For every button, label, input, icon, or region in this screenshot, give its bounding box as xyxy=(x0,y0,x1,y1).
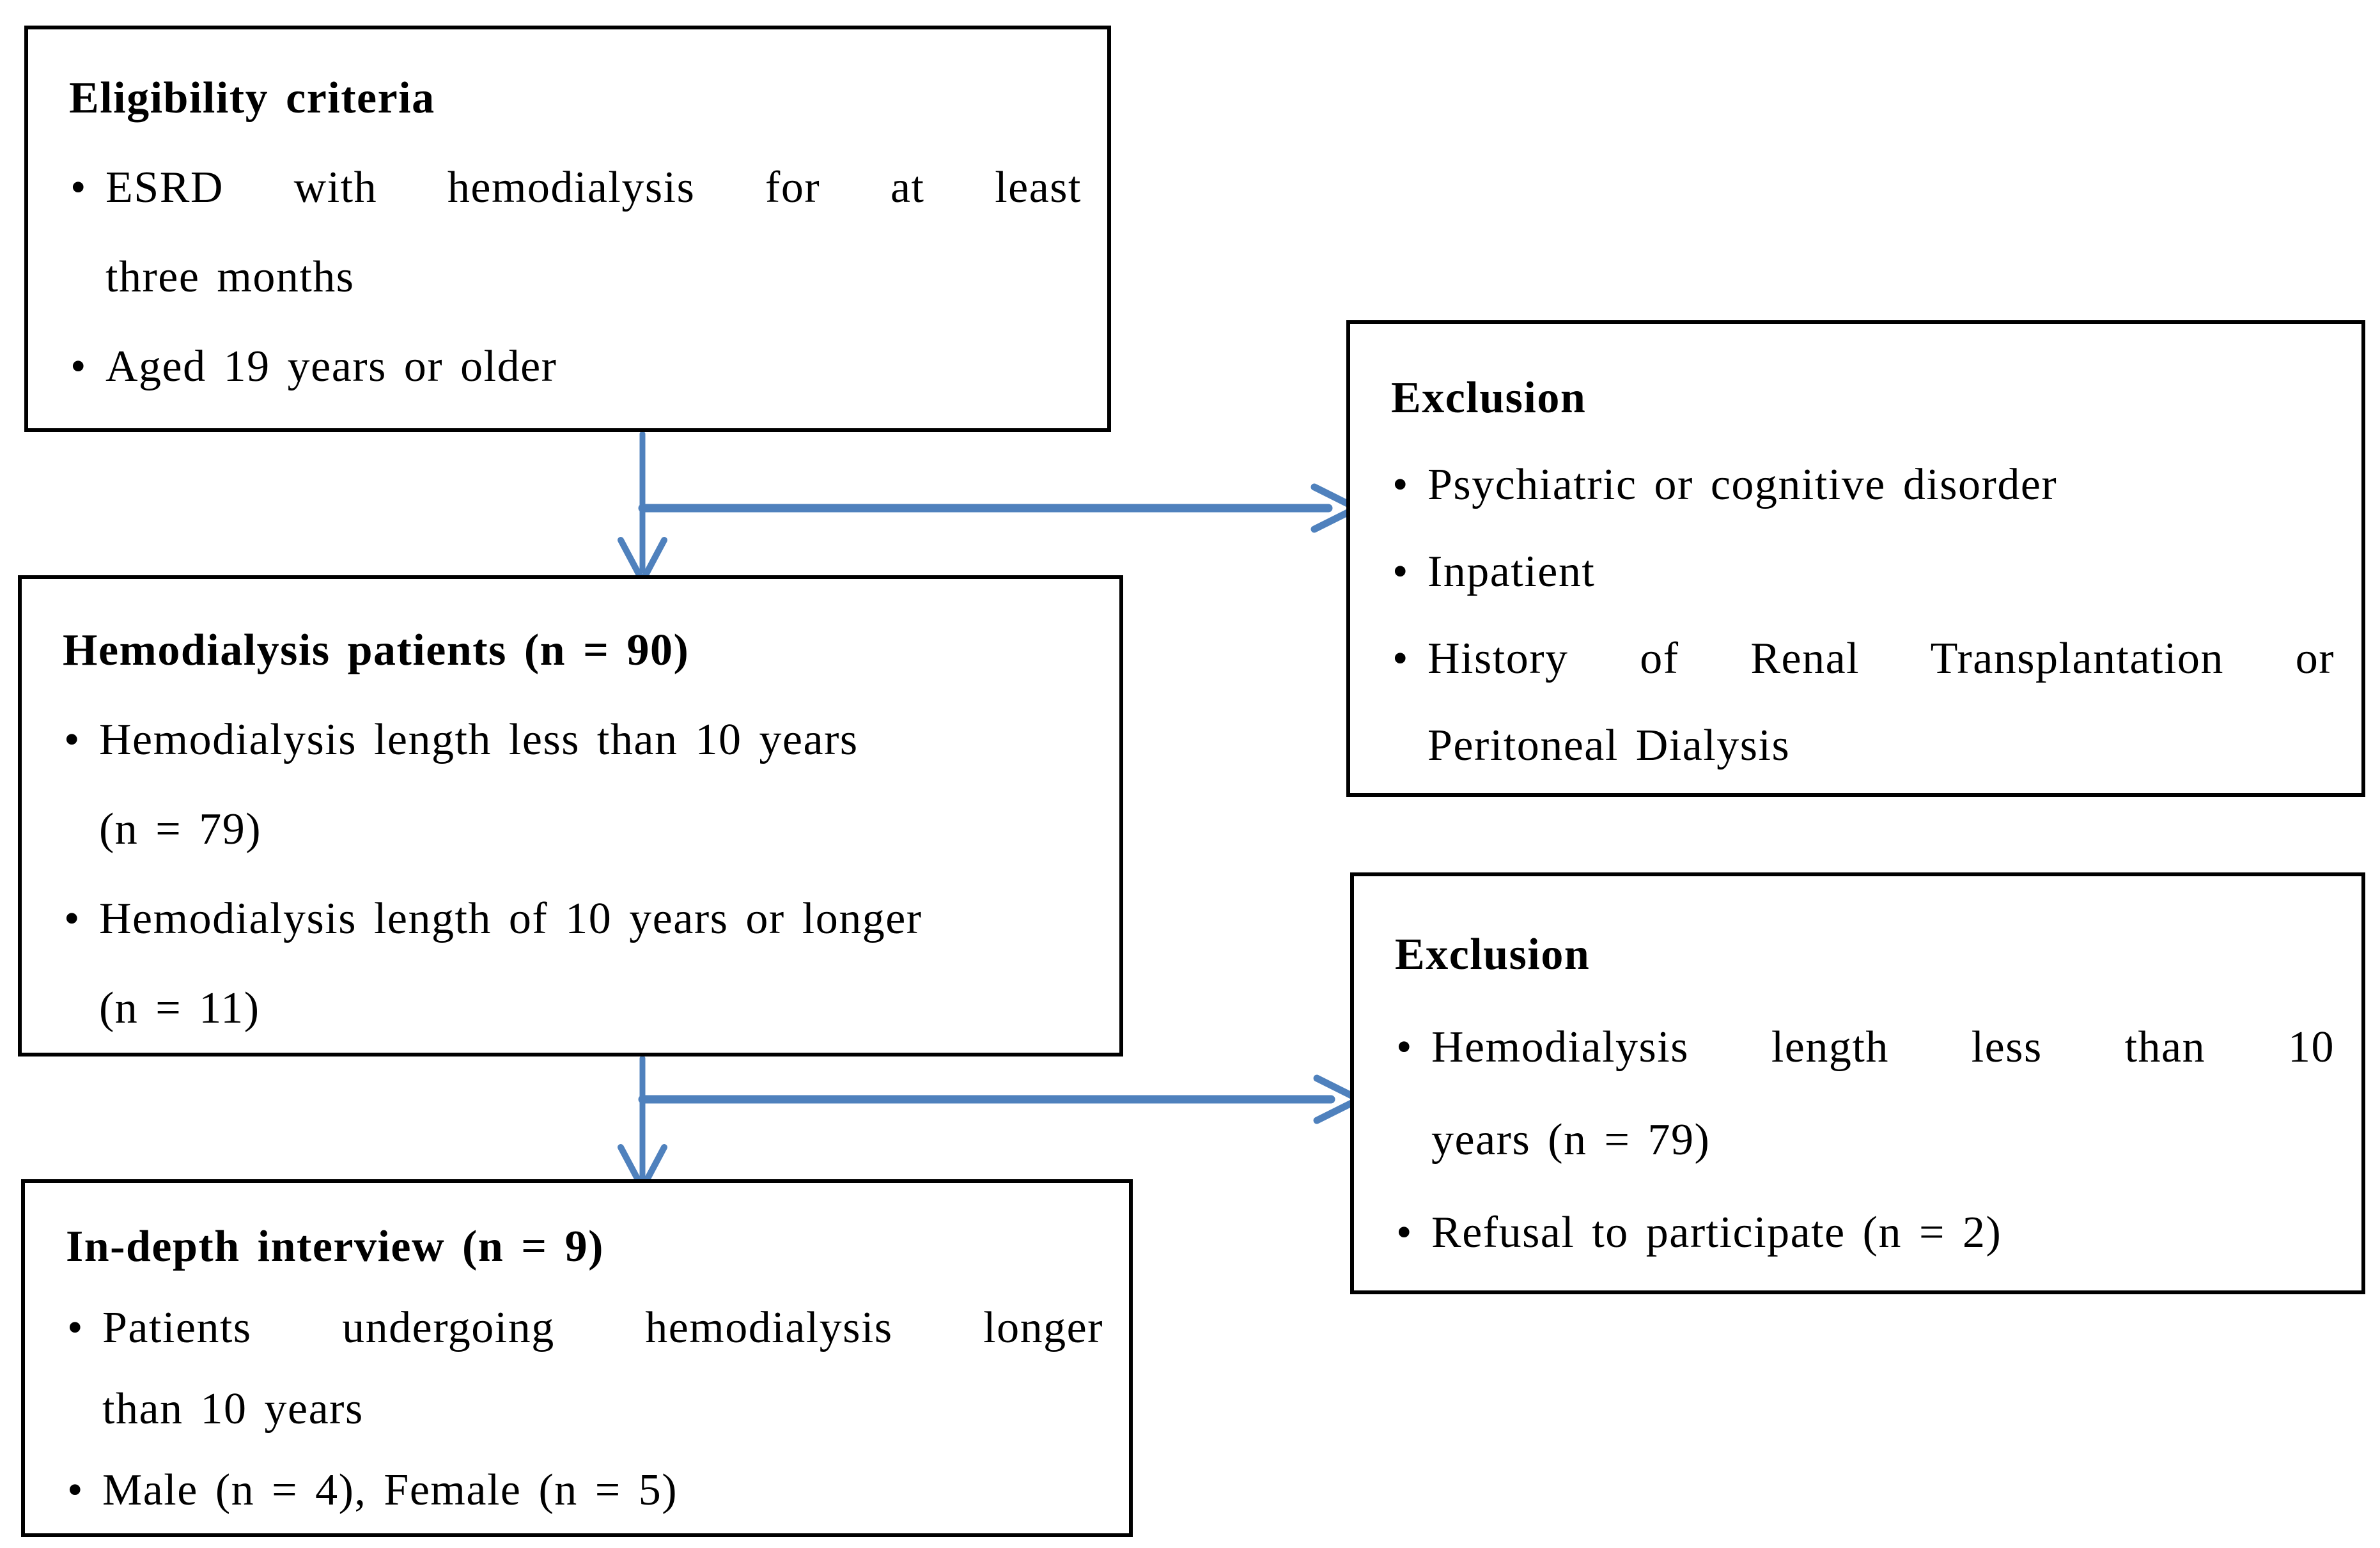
bullet-icon: • xyxy=(1392,460,1410,509)
bullet-line: Inpatient xyxy=(1427,547,1596,596)
bullet-line: ESRD with hemodialysis for at least xyxy=(105,163,1082,212)
box-in-depth-interview: In-depth interview (n = 9) • Patients un… xyxy=(21,1179,1133,1537)
bullet-icon: • xyxy=(1396,1208,1413,1257)
bullet-line: Aged 19 years or older xyxy=(105,342,557,391)
bullet-line: (n = 79) xyxy=(99,805,262,854)
bullet-icon: • xyxy=(70,342,88,391)
bullet-line: (n = 11) xyxy=(99,984,260,1033)
bullet-item: • Hemodialysis length of 10 years or lon… xyxy=(63,874,1094,1053)
bullet-icon: • xyxy=(1392,634,1410,683)
bullet-line: than 10 years xyxy=(102,1384,364,1434)
box-eligibility-criteria: Eligibility criteria • ESRD with hemodia… xyxy=(24,26,1111,432)
bullet-line: Psychiatric or cognitive disorder xyxy=(1427,460,2058,509)
bullet-line: years (n = 79) xyxy=(1431,1115,1711,1165)
hemodialysis-title: Hemodialysis patients (n = 90) xyxy=(63,626,690,675)
bullet-item: • Refusal to participate (n = 2) xyxy=(1395,1186,2335,1279)
bullet-line: Hemodialysis length less than 10 years xyxy=(99,715,859,764)
bullet-line: Male (n = 4), Female (n = 5) xyxy=(102,1466,678,1515)
bullet-line: Peritoneal Dialysis xyxy=(1427,721,1791,770)
bullet-line: Hemodialysis length of 10 years or longe… xyxy=(99,894,922,943)
bullet-item: • History of Renal Transplantation or Pe… xyxy=(1391,615,2335,789)
bullet-icon: • xyxy=(67,1303,84,1352)
bullet-item: • Hemodialysis length less than 10 years… xyxy=(1395,1001,2335,1186)
bullet-item: • ESRD with hemodialysis for at least th… xyxy=(69,143,1082,322)
bullet-item: • Hemodialysis length less than 10 years… xyxy=(63,695,1094,874)
box-exclusion-1: Exclusion • Psychiatric or cognitive dis… xyxy=(1346,320,2365,797)
bullet-line: Hemodialysis length less than 10 xyxy=(1431,1023,2335,1072)
eligibility-title: Eligibility criteria xyxy=(69,74,435,123)
exclusion2-title: Exclusion xyxy=(1395,930,1591,979)
box-exclusion-2: Exclusion • Hemodialysis length less tha… xyxy=(1350,872,2365,1294)
bullet-item: • Male (n = 4), Female (n = 5) xyxy=(66,1450,1103,1531)
bullet-icon: • xyxy=(70,163,88,212)
bullet-line: three months xyxy=(105,252,355,302)
bullet-line: Refusal to participate (n = 2) xyxy=(1431,1208,2002,1257)
bullet-item: • Aged 19 years or older xyxy=(69,322,1082,412)
box-hemodialysis-patients: Hemodialysis patients (n = 90) • Hemodia… xyxy=(18,575,1123,1057)
bullet-item: • Inpatient xyxy=(1391,529,2335,615)
bullet-icon: • xyxy=(64,715,81,764)
exclusion1-title: Exclusion xyxy=(1391,373,1587,422)
bullet-icon: • xyxy=(64,894,81,943)
bullet-icon: • xyxy=(1396,1023,1413,1072)
interview-title: In-depth interview (n = 9) xyxy=(66,1222,604,1271)
bullet-item: • Patients undergoing hemodialysis longe… xyxy=(66,1287,1103,1450)
bullet-line: History of Renal Transplantation or xyxy=(1427,634,2335,683)
bullet-line: Patients undergoing hemodialysis longer xyxy=(102,1303,1103,1352)
bullet-icon: • xyxy=(1392,547,1410,596)
bullet-icon: • xyxy=(67,1466,84,1515)
bullet-item: • Psychiatric or cognitive disorder xyxy=(1391,442,2335,529)
